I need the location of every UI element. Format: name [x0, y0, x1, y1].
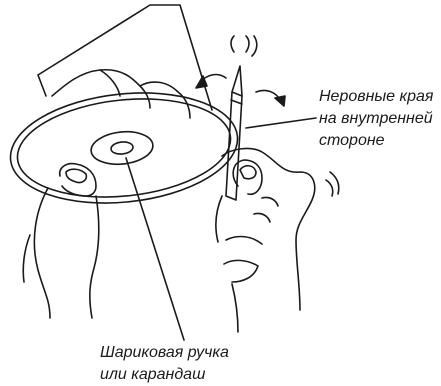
callout-ballpoint-pen: Шариковая ручка или карандаш [100, 342, 229, 386]
callout-pen-line-2: или карандаш [100, 364, 229, 386]
callout-uneven-edges: Неровные края на внутренней стороне [319, 86, 433, 152]
callout-edges-line-3: стороне [319, 130, 433, 152]
rock-arrow-right-head [275, 96, 285, 106]
callout-edges-leader [246, 118, 316, 128]
callout-pen-line-1: Шариковая ручка [100, 342, 229, 364]
right-hand-motion [326, 172, 339, 196]
right-hand-fingers [216, 196, 262, 332]
pencil-band-2 [231, 100, 242, 104]
lower-left-wrist [23, 235, 30, 282]
paper-sheet-lower [38, 75, 46, 96]
lower-left-thumb [60, 164, 96, 196]
wiggle-mark-right-2 [252, 36, 257, 56]
cd-center-hole [110, 141, 133, 155]
lower-left-hand [34, 188, 98, 318]
right-hand-thumbnail [240, 166, 256, 179]
cd-hub-ring [89, 129, 154, 167]
callout-edges-line-2: на внутренней [319, 108, 433, 130]
cd-disc-outer [5, 82, 243, 213]
right-hand [222, 149, 315, 310]
wiggle-mark-left [231, 36, 234, 52]
cd-disc-rim [13, 89, 236, 207]
pencil-band [232, 92, 242, 96]
lower-left-thumbnail [66, 169, 86, 182]
wiggle-mark-right [246, 36, 249, 52]
callout-edges-line-1: Неровные края [319, 86, 433, 108]
right-hand-knuckles [254, 197, 278, 222]
